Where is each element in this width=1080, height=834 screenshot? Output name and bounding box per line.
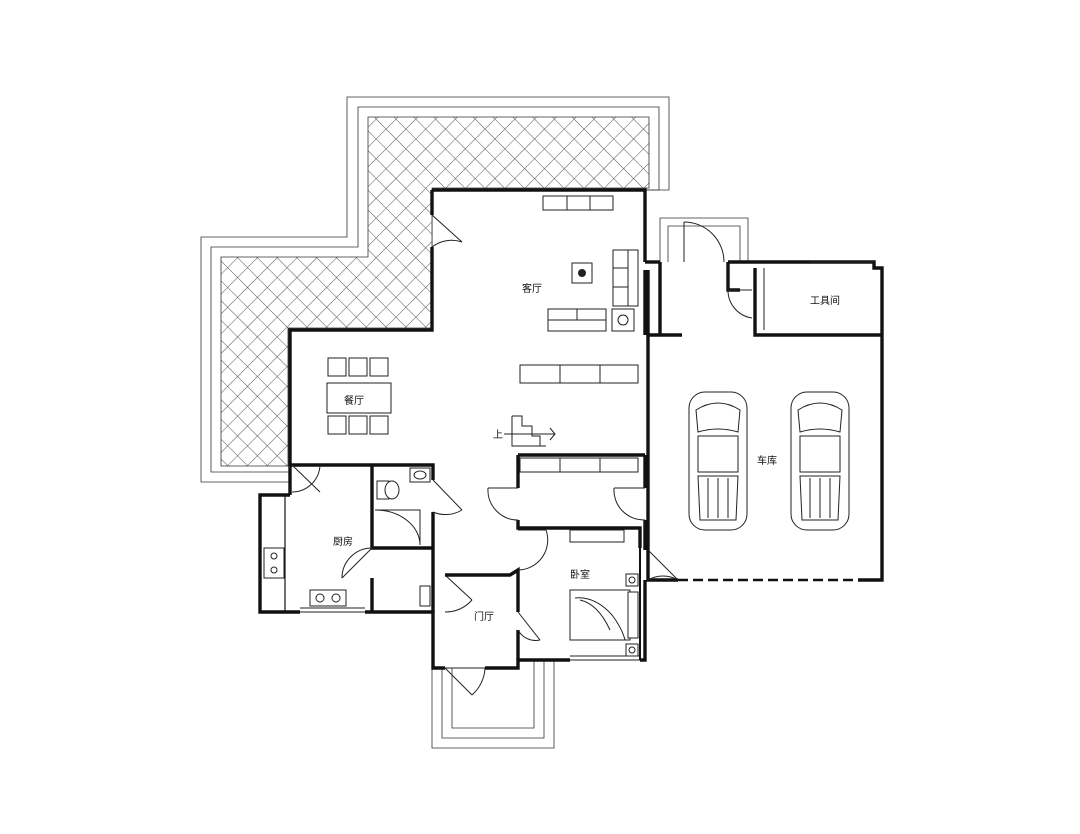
room-label-dining: 餐厅: [344, 394, 364, 407]
toilet-fixtures: [374, 467, 431, 546]
doors: [291, 214, 753, 696]
room-label-bedroom: 卧室: [570, 568, 590, 581]
bedroom-furniture: [569, 529, 639, 657]
house-walls: [258, 188, 647, 670]
room-label-living: 客厅: [522, 282, 542, 295]
room-label-kitchen: 厨房: [333, 535, 353, 548]
car-left: [688, 391, 748, 531]
kitchen-fixtures: [263, 547, 431, 607]
dining-furniture: [326, 357, 392, 435]
garage-canopy: [659, 217, 749, 262]
room-label-tool-room: 工具间: [810, 294, 840, 307]
room-label-foyer: 门厅: [474, 610, 494, 623]
living-room-furniture: [519, 195, 639, 384]
corridor-wardrobe: [519, 457, 639, 473]
car-right: [790, 391, 850, 531]
stair-up-label: 上: [493, 429, 503, 441]
terrace: [200, 96, 670, 483]
stair: [504, 415, 556, 447]
room-label-garage: 车库: [757, 454, 777, 467]
entry-steps: [431, 660, 555, 749]
